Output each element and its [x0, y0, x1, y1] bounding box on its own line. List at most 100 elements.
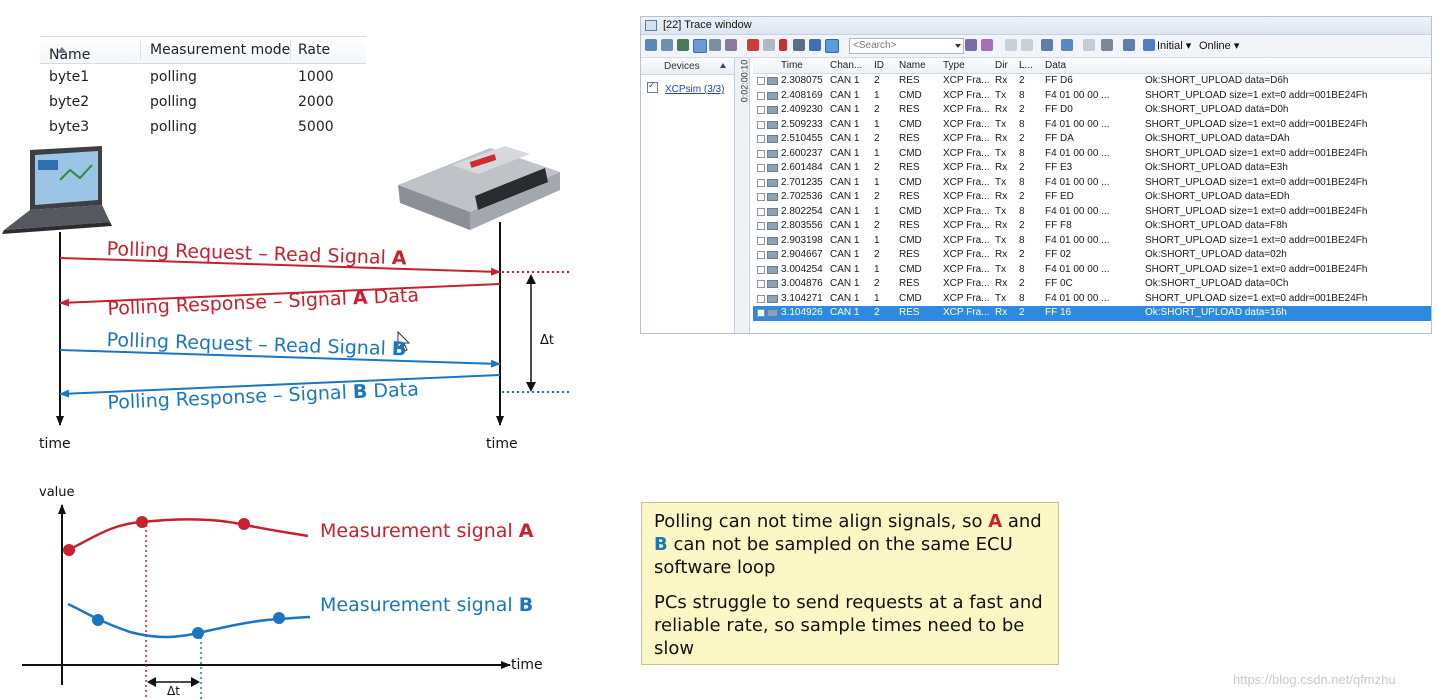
window-layout-icon[interactable] [1123, 39, 1135, 51]
initial-icon[interactable] [1143, 39, 1155, 51]
toggle-view-icon[interactable] [693, 39, 707, 53]
bookmark-icon[interactable] [825, 39, 839, 53]
table-row[interactable]: byte2 polling 2000 [40, 89, 366, 114]
sort-icon [720, 63, 726, 68]
search-input[interactable]: <Search> [849, 38, 964, 54]
expand-icon[interactable] [757, 120, 765, 129]
col-length[interactable]: L... [1019, 60, 1033, 71]
plot-delta-arrowhead-right [191, 677, 200, 687]
expand-icon[interactable] [757, 280, 765, 288]
col-header-rate[interactable]: Rate [298, 42, 331, 58]
online-dropdown[interactable]: Online ▾ [1199, 40, 1240, 52]
font-icon[interactable] [793, 39, 805, 51]
table-row[interactable]: byte3 polling 5000 [40, 114, 366, 139]
expand-icon[interactable] [757, 77, 765, 85]
copy-icon[interactable] [1041, 39, 1053, 51]
chevron-down-icon[interactable] [955, 44, 961, 48]
expand-icon[interactable] [757, 149, 765, 158]
nav-forward-icon[interactable] [1021, 39, 1033, 51]
expand-icon[interactable] [757, 106, 765, 114]
col-channel[interactable]: Chan... [830, 60, 863, 71]
sample-point-a [238, 518, 250, 530]
cell-type: XCP Fra... [943, 307, 990, 318]
expand-icon[interactable] [757, 164, 765, 172]
col-name[interactable]: Name [899, 60, 926, 71]
window-icon [645, 20, 657, 31]
filter-icon[interactable] [645, 39, 657, 51]
cell-id: 1 [874, 205, 880, 217]
cell-data: F4 01 00 00 ... [1045, 263, 1110, 275]
highlight-icon[interactable] [809, 39, 821, 51]
find-icon[interactable] [725, 39, 737, 51]
search-prev-icon[interactable] [981, 39, 993, 51]
column-divider[interactable] [290, 40, 291, 60]
expand-icon[interactable] [757, 294, 765, 303]
expand-icon[interactable] [757, 309, 765, 317]
expand-icon[interactable] [757, 236, 765, 245]
expand-icon[interactable] [757, 193, 765, 201]
device-xcpsim[interactable]: XCPsim (3/3) [647, 80, 725, 95]
cell-id: 2 [874, 278, 880, 289]
cell-chan: CAN 1 [830, 133, 860, 144]
expand-icon[interactable] [757, 251, 765, 259]
sample-point-b [273, 612, 285, 624]
nav-back-icon[interactable] [1005, 39, 1017, 51]
table-row[interactable]: byte1 polling 1000 [40, 64, 366, 89]
expand-icon[interactable] [757, 135, 765, 143]
layout-icon[interactable] [1083, 39, 1095, 51]
columns-icon[interactable] [661, 39, 673, 51]
cell-name: RES [899, 191, 920, 202]
clear-icon[interactable] [747, 39, 759, 51]
cell-chan: CAN 1 [830, 292, 860, 304]
initial-dropdown[interactable]: Initial ▾ [1157, 40, 1192, 52]
cell-len: 2 [1019, 249, 1025, 260]
tree-icon[interactable] [677, 39, 689, 51]
col-id[interactable]: ID [874, 60, 884, 71]
device-checkbox[interactable] [647, 80, 658, 93]
overwrite-icon[interactable] [709, 39, 721, 51]
col-header-mode[interactable]: Measurement mode [150, 42, 291, 58]
cell-id: 2 [874, 191, 880, 202]
col-data[interactable]: Data [1045, 60, 1067, 71]
expand-icon[interactable] [757, 178, 765, 187]
device-link[interactable]: XCPsim (3/3) [665, 84, 725, 95]
expand-icon[interactable] [757, 222, 765, 230]
column-divider[interactable] [140, 40, 141, 60]
cell-dir: Tx [995, 234, 1007, 246]
trace-window-titlebar[interactable]: [22] Trace window [641, 17, 1431, 35]
cell-time: 2.803556 [781, 220, 823, 231]
devices-header[interactable]: Devices [641, 58, 734, 75]
cell-dir: Tx [995, 147, 1007, 159]
cell-type: XCP Fra... [943, 89, 990, 101]
font-size-icon[interactable] [1101, 39, 1113, 51]
col-type[interactable]: Type [943, 60, 965, 71]
expand-icon[interactable] [757, 207, 765, 216]
cell-info: SHORT_UPLOAD size=1 ext=0 addr=001BE24Fh [1145, 147, 1368, 159]
export-icon[interactable] [1061, 39, 1073, 51]
expand-icon[interactable] [757, 91, 765, 100]
col-time[interactable]: Time [781, 60, 803, 71]
frame-icon [767, 164, 778, 172]
pause-icon[interactable] [763, 39, 775, 51]
stop-icon[interactable] [779, 39, 787, 51]
col-dir[interactable]: Dir [995, 60, 1008, 71]
search-next-icon[interactable] [965, 39, 977, 51]
expand-icon[interactable] [757, 265, 765, 274]
